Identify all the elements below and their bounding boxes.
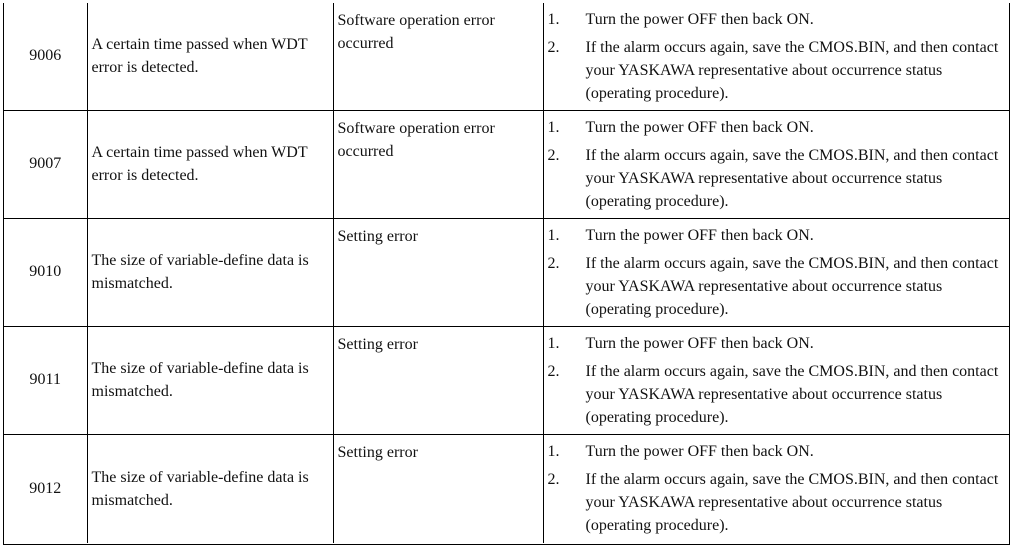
alarm-cause: Setting error [332,433,544,543]
table-row: 9011 The size of variable-define data is… [4,325,1009,435]
alarm-code: 9010 [4,217,88,327]
alarm-code: 9006 [4,3,88,111]
alarm-code: 9012 [4,433,88,543]
step-text: Turn the power OFF then back ON. [585,442,814,460]
alarm-description: A certain time passed when WDT error is … [86,109,334,219]
step-number: 1. [547,226,560,244]
alarm-description: The size of variable-define data is mism… [86,217,334,327]
remedy-step: 2. If the alarm occurs again, save the C… [548,144,1002,213]
step-number: 2. [547,362,560,380]
step-number: 2. [547,470,560,488]
alarm-remedy: 1. Turn the power OFF then back ON. 2. I… [542,433,1009,543]
remedy-step: 2. If the alarm occurs again, save the C… [548,360,1002,429]
alarm-remedy: 1. Turn the power OFF then back ON. 2. I… [542,217,1009,327]
remedy-step: 1. Turn the power OFF then back ON. [548,116,1002,139]
table-row: 9010 The size of variable-define data is… [4,217,1009,327]
table-row: 9007 A certain time passed when WDT erro… [4,109,1009,219]
table-row: 9012 The size of variable-define data is… [4,433,1009,543]
alarm-table-body: 9006 A certain time passed when WDT erro… [4,3,1009,543]
alarm-description: The size of variable-define data is mism… [86,433,334,543]
alarm-table-container: 9006 A certain time passed when WDT erro… [3,3,1010,545]
step-number: 1. [547,118,560,136]
remedy-step: 2. If the alarm occurs again, save the C… [548,252,1002,321]
alarm-cause: Setting error [332,325,544,435]
remedy-step: 2. If the alarm occurs again, save the C… [548,36,1002,105]
step-text: If the alarm occurs again, save the CMOS… [585,39,999,102]
step-number: 1. [547,334,560,352]
step-text: Turn the power OFF then back ON. [585,226,814,244]
alarm-remedy: 1. Turn the power OFF then back ON. 2. I… [542,109,1009,219]
step-text: Turn the power OFF then back ON. [585,334,814,352]
alarm-code: 9007 [4,109,88,219]
table-row: 9006 A certain time passed when WDT erro… [4,3,1009,111]
step-text: Turn the power OFF then back ON. [585,11,814,28]
step-number: 2. [547,146,560,164]
remedy-step: 1. Turn the power OFF then back ON. [548,332,1002,355]
step-text: If the alarm occurs again, save the CMOS… [585,146,999,210]
remedy-step: 2. If the alarm occurs again, save the C… [548,468,1002,537]
alarm-cause: Software operation error occurred [332,109,544,219]
alarm-code: 9011 [4,325,88,435]
alarm-cause: Setting error [332,217,544,327]
remedy-step: 1. Turn the power OFF then back ON. [548,8,1002,31]
step-number: 1. [547,11,560,28]
alarm-cause: Software operation error occurred [332,3,544,111]
step-number: 2. [547,39,560,56]
remedy-step: 1. Turn the power OFF then back ON. [548,440,1002,463]
step-number: 2. [547,254,560,272]
alarm-description: The size of variable-define data is mism… [86,325,334,435]
step-text: If the alarm occurs again, save the CMOS… [585,470,999,534]
alarm-remedy: 1. Turn the power OFF then back ON. 2. I… [542,3,1009,111]
step-number: 1. [547,442,560,460]
alarm-table: 9006 A certain time passed when WDT erro… [4,3,1009,543]
alarm-remedy: 1. Turn the power OFF then back ON. 2. I… [542,325,1009,435]
remedy-step: 1. Turn the power OFF then back ON. [548,224,1002,247]
step-text: If the alarm occurs again, save the CMOS… [585,254,999,318]
step-text: Turn the power OFF then back ON. [585,118,814,136]
step-text: If the alarm occurs again, save the CMOS… [585,362,999,426]
alarm-description: A certain time passed when WDT error is … [86,3,334,111]
